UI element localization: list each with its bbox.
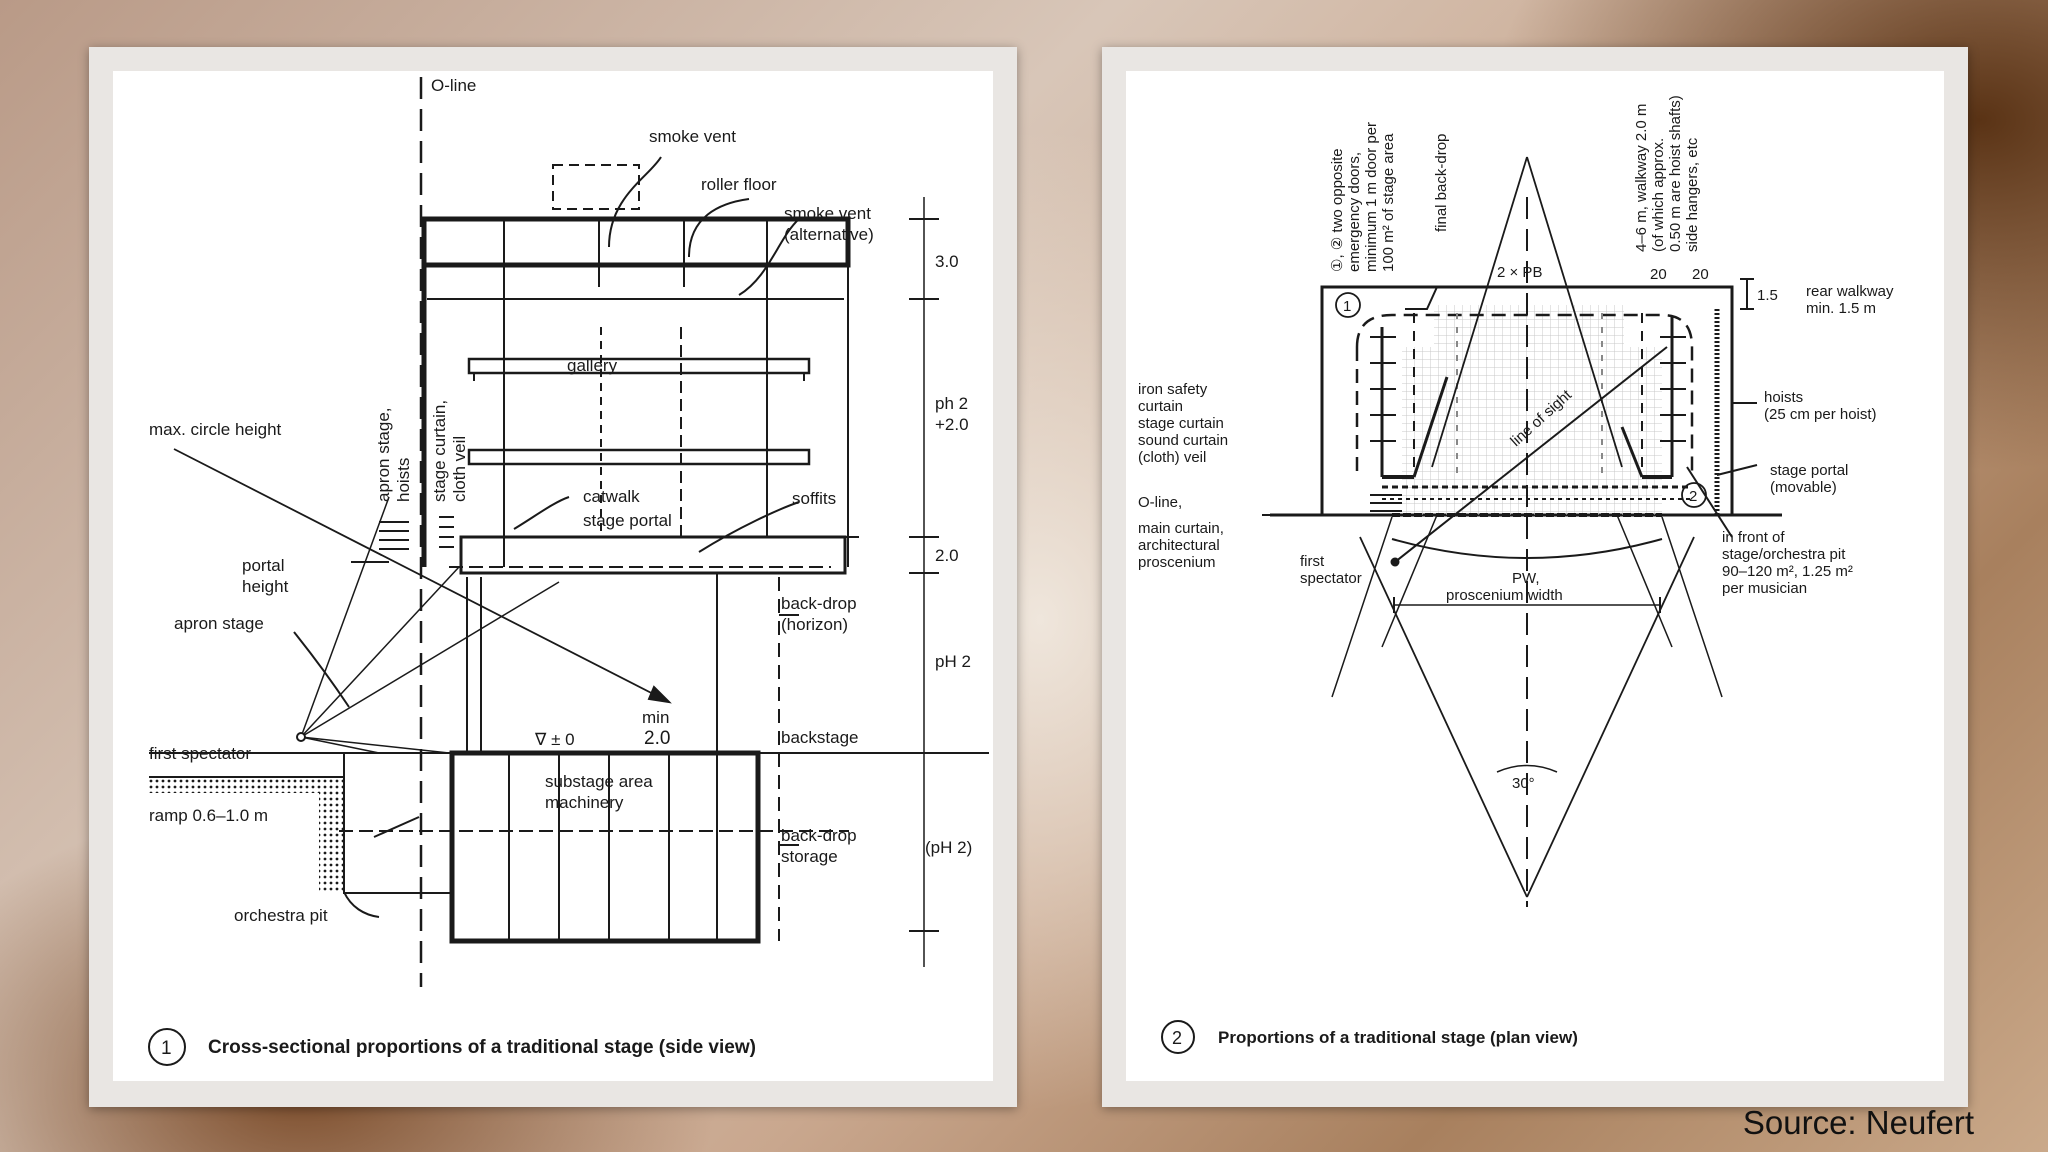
label-iron-2: curtain <box>1138 398 1183 415</box>
caption1-number-circle <box>148 1028 186 1066</box>
label-main-3: proscenium <box>1138 554 1216 571</box>
label-dim-20b: 20 <box>1692 266 1709 283</box>
label-orchestra-pit: orchestra pit <box>234 906 328 925</box>
door1-circle <box>1335 292 1361 318</box>
label-iron-1: iron safety <box>1138 381 1208 398</box>
label-apron-hoists-1: apron stage, <box>374 407 393 502</box>
label-oline: O-line <box>431 76 476 95</box>
label-pit-2: stage/orchestra pit <box>1722 546 1846 563</box>
door2-number: 2 <box>1689 488 1697 505</box>
dim-2-0: 2.0 <box>935 546 959 565</box>
label-pit-4: per musician <box>1722 580 1807 597</box>
label-final-backdrop: final back-drop <box>1433 134 1450 232</box>
label-hoists-1: hoists <box>1764 389 1803 406</box>
caption2-number-circle <box>1161 1020 1195 1054</box>
label-rear-walkway-1: rear walkway <box>1806 283 1894 300</box>
label-apron-stage: apron stage <box>174 614 264 633</box>
plan-view-drawing: 1 2 ①, ② two opposite emergency doors, m… <box>1138 95 1894 1054</box>
label-doors-1: ①, ② two opposite <box>1329 148 1346 272</box>
label-smoke-vent-alt-2: (alternative) <box>784 225 874 244</box>
label-stage-curtain-1: stage curtain, <box>430 400 449 502</box>
label-portal-height-2: height <box>242 577 289 596</box>
label-pb: 2 × PB <box>1497 264 1542 281</box>
label-pw-2: proscenium width <box>1446 587 1563 604</box>
label-portal-2: (movable) <box>1770 479 1837 496</box>
label-pit-1: in front of <box>1722 529 1785 546</box>
figure2-sheet <box>1126 71 1944 1081</box>
label-angle: 30° <box>1512 775 1535 792</box>
label-substage-2: machinery <box>545 793 624 812</box>
door1-number: 1 <box>1343 298 1351 315</box>
label-roller-floor: roller floor <box>701 175 777 194</box>
dim-ph2-bracket: (pH 2) <box>925 838 972 857</box>
label-substage-1: substage area <box>545 772 653 791</box>
label-backdrop-storage-1: back-drop <box>781 826 857 845</box>
label-iron-3: stage curtain <box>1138 415 1224 432</box>
label-walkway-1: 4–6 m, walkway 2.0 m <box>1633 104 1650 252</box>
label-doors-2: emergency doors, <box>1346 152 1363 272</box>
label-portal-height-1: portal <box>242 556 285 575</box>
figure1-panel: O-line smoke vent roller floor smoke ven… <box>89 47 1017 1107</box>
label-doors-4: 100 m² of stage area <box>1380 133 1397 272</box>
label-backdrop-horizon-2: (horizon) <box>781 615 848 634</box>
label-walkway-3: 0.50 m are hoist shafts) <box>1667 95 1684 252</box>
label-level-zero: ∇ ± 0 <box>534 730 575 749</box>
label-max-circle-height: max. circle height <box>149 420 282 439</box>
label-apron-hoists-2: hoists <box>394 458 413 502</box>
label-oline: O-line, <box>1138 494 1182 511</box>
dim-ph2-b: +2.0 <box>935 415 969 434</box>
label-hoists-2: (25 cm per hoist) <box>1764 406 1877 423</box>
door2-circle <box>1681 482 1707 508</box>
caption2-title: Proportions of a traditional stage (plan… <box>1218 1028 1578 1047</box>
label-smoke-vent: smoke vent <box>649 127 736 146</box>
label-gallery: gallery <box>567 356 618 375</box>
label-stage-curtain-2: cloth veil <box>450 436 469 502</box>
label-min: min <box>642 708 669 727</box>
label-pw-1: PW, <box>1512 570 1540 587</box>
label-stage-portal: stage portal <box>583 511 672 530</box>
label-walkway-4: side hangers, etc <box>1684 137 1701 252</box>
label-iron-5: (cloth) veil <box>1138 449 1206 466</box>
label-pit-3: 90–120 m², 1.25 m² <box>1722 563 1853 580</box>
dim-3-0: 3.0 <box>935 252 959 271</box>
label-doors-3: minimum 1 m door per <box>1363 122 1380 272</box>
label-walkway-2: (of which approx. <box>1650 138 1667 252</box>
source-credit: Source: Neufert <box>1742 1104 1974 1141</box>
label-min-value: 2.0 <box>644 728 670 749</box>
label-dim-20a: 20 <box>1650 266 1667 283</box>
dim-ph2: pH 2 <box>935 652 971 671</box>
label-portal-1: stage portal <box>1770 462 1848 479</box>
caption2-number: 2 <box>1172 1028 1182 1048</box>
dim-ph2-a: ph 2 <box>935 394 968 413</box>
label-catwalk: catwalk <box>583 487 640 506</box>
label-main-1: main curtain, <box>1138 520 1224 537</box>
label-backstage: backstage <box>781 728 859 747</box>
label-dim-1-5: 1.5 <box>1757 287 1778 304</box>
label-first-1: first <box>1300 553 1325 570</box>
label-ramp: ramp 0.6–1.0 m <box>149 806 268 825</box>
label-iron-4: sound curtain <box>1138 432 1228 449</box>
figure2-panel: 1 2 ①, ② two opposite emergency doors, m… <box>1102 47 1968 1107</box>
caption1-number: 1 <box>161 1038 172 1059</box>
label-backdrop-horizon-1: back-drop <box>781 594 857 613</box>
label-backdrop-storage-2: storage <box>781 847 838 866</box>
side-view-drawing: O-line smoke vent roller floor smoke ven… <box>148 76 989 1066</box>
label-rear-walkway-2: min. 1.5 m <box>1806 300 1876 317</box>
label-soffits: soffits <box>792 489 836 508</box>
label-smoke-vent-alt-1: smoke vent <box>784 204 871 223</box>
caption1-title: Cross-sectional proportions of a traditi… <box>208 1037 756 1058</box>
label-first-2: spectator <box>1300 570 1362 587</box>
label-main-2: architectural <box>1138 537 1220 554</box>
label-first-spectator: first spectator <box>149 744 251 763</box>
